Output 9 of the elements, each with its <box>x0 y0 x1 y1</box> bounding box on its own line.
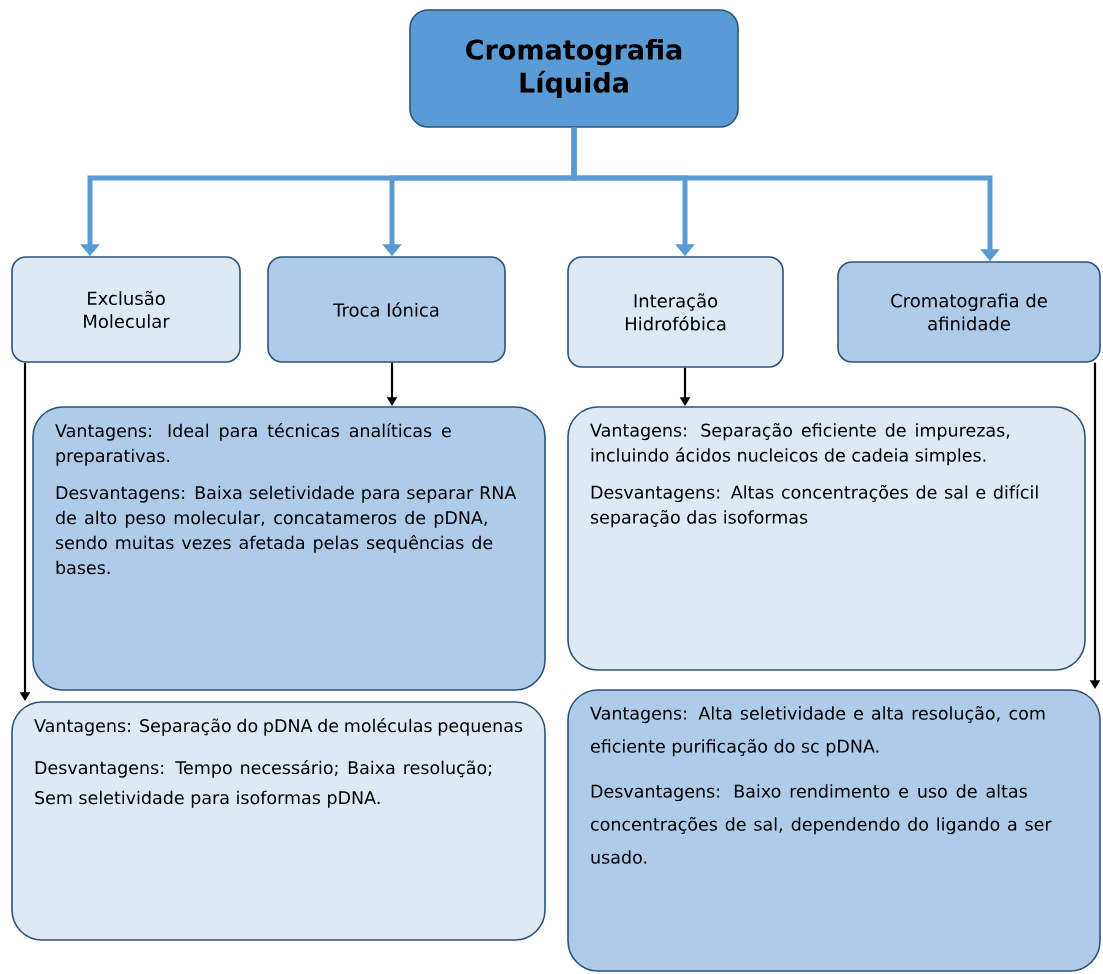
category-box: Exclusão Molecular <box>11 256 241 363</box>
info-box: Vantagens: Separação do pDNA de moléculas pequenas Desvantagens: Tempo necessário; Baixa resolução; Sem seletividade para isoformas pDNA. <box>11 701 546 941</box>
info-box: Vantagens: Separação eficiente de impurezas, incluindo ácidos nucleicos de cadeia simples. Desvantagens: Altas concentrações de sal e difícil separação das isoformas <box>567 406 1086 671</box>
category-box: Cromatografia de afinidade <box>837 261 1101 363</box>
category-box: Interação Hidrofóbica <box>567 256 784 368</box>
title-box: Cromatografia Líquida <box>409 9 739 128</box>
category-box: Troca Iónica <box>267 256 506 363</box>
info-box: Vantagens: Alta seletividade e alta resolução, com eficiente purificação do sc pDNA. Desvantagens: Baixo rendimento e uso de altas concentrações de sal, dependendo do ligando a ser usado. <box>567 689 1101 972</box>
info-box: Vantagens: Ideal para técnicas analíticas e preparativas. Desvantagens: Baixa seletividade para separar RNA de alto peso molecular, concatameros de pDNA, sendo muitas vezes afetada pelas sequências de bases. <box>32 406 546 691</box>
